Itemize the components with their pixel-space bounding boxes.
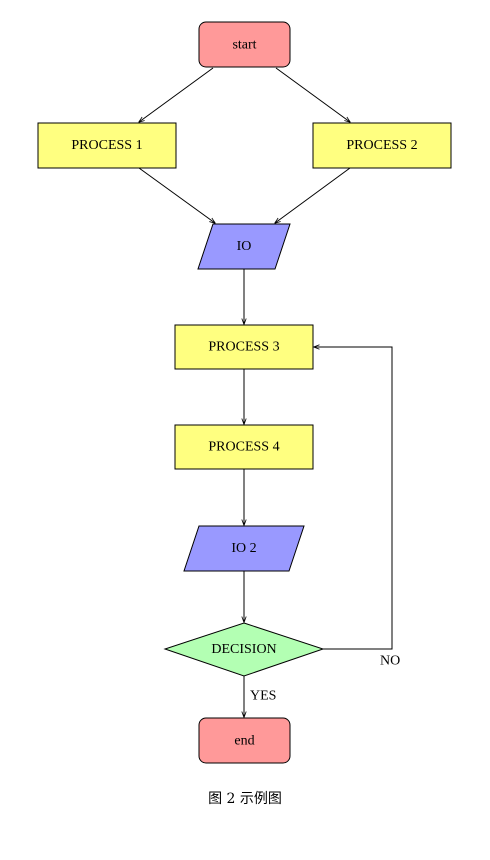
edge-start-to-process2 (275, 67, 350, 122)
edge-process2-to-io (275, 167, 351, 223)
node-decision: DECISION (163, 622, 325, 677)
node-process4: PROCESS 4 (174, 424, 314, 470)
process2-label: PROCESS 2 (346, 138, 417, 153)
edge-process1-to-io (138, 167, 215, 223)
end-terminal-shape (198, 717, 291, 764)
process3-label: PROCESS 3 (208, 340, 279, 355)
process4-label: PROCESS 4 (208, 440, 279, 455)
node-io: IO (197, 223, 291, 270)
node-start: start (198, 21, 291, 68)
edge-label-yes: YES (250, 689, 276, 704)
figure-caption: 图 2 示例图 (208, 791, 282, 807)
process1-label: PROCESS 1 (71, 138, 142, 153)
edge-decision-loop-to-process3 (314, 347, 393, 650)
node-end: end (198, 717, 291, 764)
node-process2: PROCESS 2 (312, 122, 452, 169)
start-label: start (232, 38, 256, 53)
node-io2: IO 2 (183, 525, 305, 572)
decision-label: DECISION (211, 642, 276, 657)
io-parallelogram (197, 223, 291, 270)
edges (138, 67, 393, 717)
decision-diamond (163, 622, 325, 677)
process2-box (312, 122, 452, 169)
edge-start-to-process1 (139, 67, 214, 122)
process4-box (174, 424, 314, 470)
end-label: end (234, 734, 254, 749)
io2-parallelogram (183, 525, 305, 572)
io-label: IO (237, 239, 252, 254)
edge-label-no: NO (380, 654, 400, 669)
process3-box (174, 324, 314, 370)
io2-label: IO 2 (231, 541, 256, 556)
start-terminal-shape (198, 21, 291, 68)
node-process1: PROCESS 1 (37, 122, 177, 169)
node-process3: PROCESS 3 (174, 324, 314, 370)
process1-box (37, 122, 177, 169)
